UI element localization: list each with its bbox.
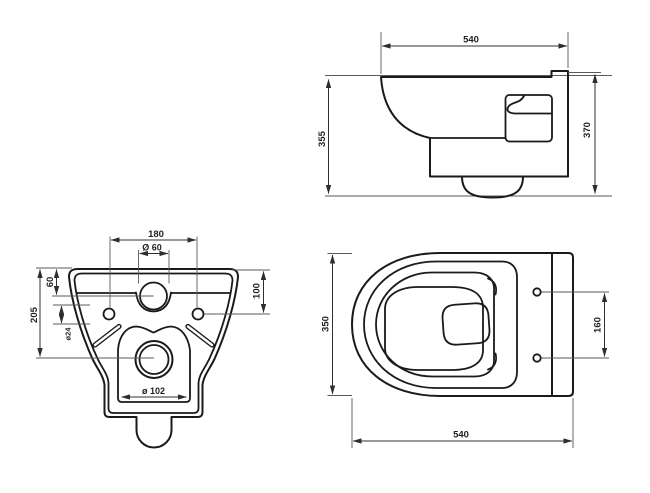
dimension-label: 540: [463, 35, 479, 46]
dimension-label: 355: [317, 130, 328, 147]
dimension-label: 160: [593, 317, 604, 333]
dim-height-front: 355: [317, 79, 332, 194]
rear-inner-outline: [73, 272, 234, 414]
dimension-label: Ø 60: [142, 243, 162, 253]
rear-view: 180 Ø 60 205 60: [29, 229, 270, 449]
dimension-label: ø24: [64, 327, 73, 341]
flush-valve-box: [504, 94, 553, 143]
dim-inlet-diameter: Ø 60: [138, 243, 170, 284]
water-spot: [441, 302, 491, 346]
dimension-label: 60: [45, 277, 56, 288]
hinge-mark-bottom: [487, 352, 497, 371]
fixing-hole-right: [191, 307, 205, 321]
fixing-hole-left: [102, 307, 116, 321]
dimension-label: 370: [582, 122, 593, 138]
dim-outlet-diameter: ø 102: [121, 386, 187, 400]
outlet-pipe-arc: [461, 175, 524, 199]
dim-inlet-drop: 60: [45, 269, 154, 297]
dim-seat-hole-spacing: 160: [541, 291, 609, 359]
rear-view-outline: [68, 268, 239, 449]
outlet-hole-outer: [134, 340, 174, 379]
dimension-label: 180: [148, 229, 164, 240]
dimension-label: 100: [252, 283, 263, 299]
bowl-body-outline: [351, 252, 553, 397]
side-view-outline: [325, 70, 612, 199]
dim-width-top: 540: [380, 32, 569, 74]
dimension-label: ø 102: [142, 386, 165, 396]
rear-outer-outline: [68, 268, 239, 449]
side-view-dimensions: 540 355 370: [317, 32, 601, 194]
dim-depth: 350: [321, 253, 352, 396]
dim-overall-height: 205: [29, 267, 154, 359]
top-view: 350 160 540: [321, 252, 609, 448]
inlet-collar-curve: [135, 291, 172, 313]
toilet-side-profile: [380, 70, 569, 178]
dim-fixing-hole-drop: 100: [204, 269, 270, 315]
dimension-label: 350: [321, 316, 332, 332]
seat-fixing-hole-bottom: [532, 353, 542, 363]
rear-view-dimensions: 180 Ø 60 205 60: [29, 229, 270, 400]
seat-fixing-hole-top: [532, 287, 542, 297]
dim-fixing-hole-diameter: ø24: [53, 304, 90, 341]
wall-mounting-plate: [551, 252, 574, 397]
seat-outline: [363, 260, 518, 389]
flush-trap-curve: [506, 95, 553, 115]
side-view: 540 355 370: [317, 32, 612, 199]
top-view-outline: [351, 252, 574, 397]
seat-inner-outline: [375, 271, 495, 378]
dimension-label: 205: [29, 306, 40, 323]
top-view-dimensions: 350 160 540: [321, 253, 609, 448]
dimension-label: 540: [453, 430, 469, 441]
dim-width-bottom: 540: [351, 398, 574, 448]
dim-height-back: 370: [568, 72, 601, 194]
slot-right-hole: [186, 325, 214, 347]
slot-left-hole: [93, 325, 121, 347]
outlet-hole-inner: [138, 344, 170, 375]
outlet-shroud-box: [117, 325, 191, 403]
bowl-opening: [384, 286, 484, 371]
hinge-mark-top: [487, 277, 497, 296]
